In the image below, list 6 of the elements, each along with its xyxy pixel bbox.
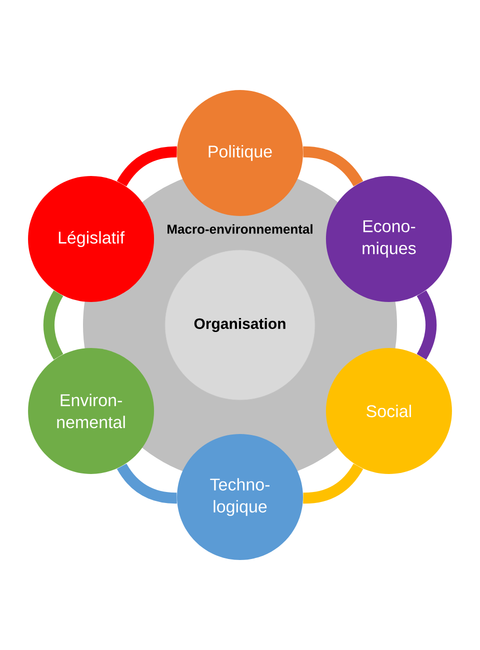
circle-node: Environ- nemental <box>28 348 154 474</box>
circle-node: Techno- logique <box>177 434 303 560</box>
circle-node: Econo- miques <box>326 176 452 302</box>
circle-node: Politique <box>177 90 303 216</box>
circle-node: Législatif <box>28 176 154 302</box>
circle-node: Social <box>326 348 452 474</box>
